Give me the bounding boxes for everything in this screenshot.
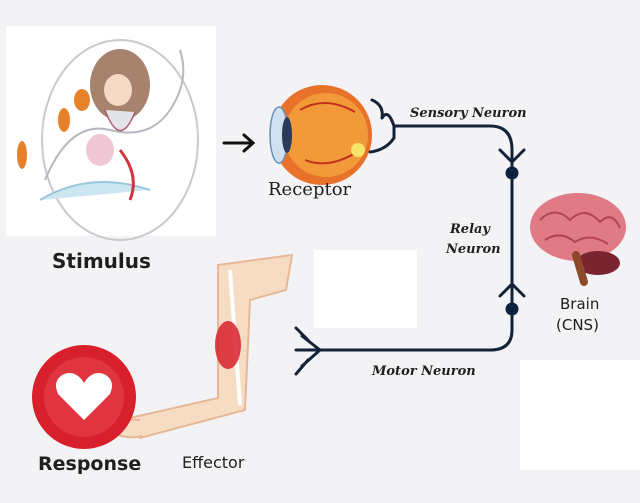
brain-icon: [530, 193, 626, 286]
stimulus-arrow: [222, 133, 256, 153]
blank-panel-corner: [520, 360, 640, 470]
arm-icon: [110, 253, 294, 440]
response-label: Response: [38, 453, 142, 475]
stimulus-image: [6, 26, 216, 241]
synapse-node-top: [505, 166, 519, 180]
sensory-neuron-label: Sensory Neuron: [410, 106, 527, 121]
stimulus-label: Stimulus: [52, 249, 151, 273]
receptor-label: Receptor: [268, 179, 352, 200]
brain-label-line1: Brain: [560, 295, 600, 313]
synapse-node-bottom: [505, 302, 519, 316]
effector-label: Effector: [182, 453, 245, 472]
neuron-pathway: [294, 98, 526, 376]
relay-neuron-label-line2: Neuron: [446, 242, 501, 257]
heart-icon: [32, 345, 136, 449]
blank-panel: [314, 250, 417, 328]
brain-label-line2: (CNS): [556, 316, 599, 334]
eye-icon: [269, 85, 372, 185]
relay-neuron-label-line1: Relay: [450, 222, 490, 237]
motor-neuron-label: Motor Neuron: [372, 364, 476, 379]
